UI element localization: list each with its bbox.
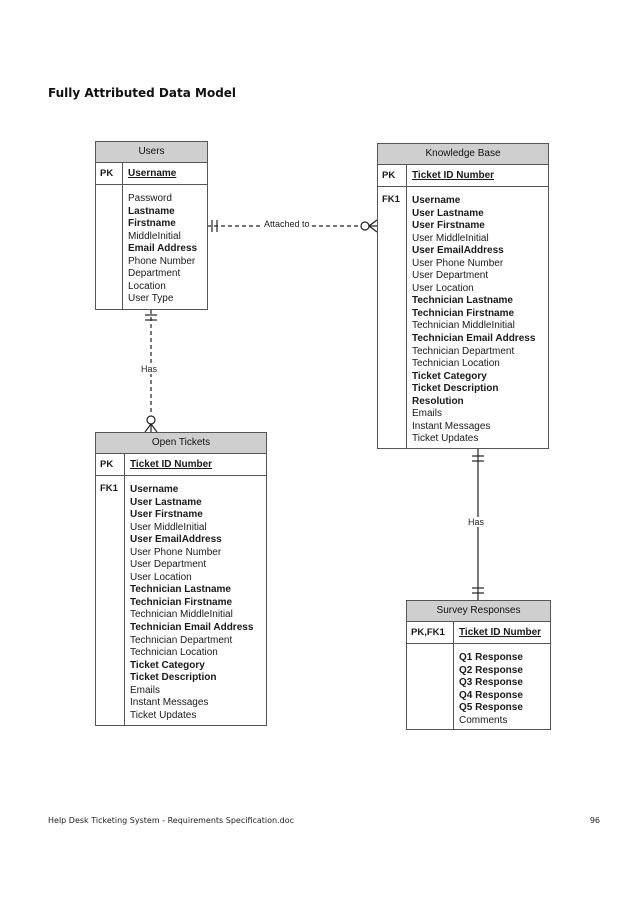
attribute-item: Ticket Description (130, 672, 217, 684)
entity-knowledge-base-pk-label: PK (378, 165, 407, 186)
attribute-item: User Type (128, 293, 174, 305)
attribute-item: Technician Firstname (412, 307, 515, 319)
entity-users-pk-field: Username (128, 168, 177, 179)
attribute-item: Username (130, 484, 179, 495)
attribute-item: Ticket Category (130, 659, 205, 671)
entity-survey-responses-key-column (407, 644, 454, 729)
attribute-item: Technician MiddleInitial (130, 609, 233, 621)
attribute-item: User EmailAddress (130, 534, 222, 546)
entity-users-header: Users (96, 142, 207, 163)
users-kb-zero-circle (360, 221, 370, 231)
entity-knowledge-base-fk-label: FK1 (378, 187, 407, 448)
attribute-item: Technician Department (412, 345, 515, 357)
entity-open-tickets: Open Tickets PK Ticket ID Number FK1 Use… (95, 432, 267, 726)
users-kb-relationship-label: Attached to (263, 219, 311, 229)
entity-survey-responses-pk-label: PK,FK1 (407, 622, 454, 643)
users-tickets-zero-circle (146, 415, 156, 425)
attribute-item: Emails (412, 408, 443, 420)
attribute-item: Technician Lastname (412, 295, 513, 307)
attribute-item: MiddleInitial (128, 230, 181, 242)
entity-survey-responses-pk-row: PK,FK1 Ticket ID Number (407, 622, 550, 644)
attribute-item: Instant Messages (130, 697, 209, 709)
attribute-item: User Lastname (130, 496, 202, 508)
users-kb-crow-1 (368, 219, 378, 227)
entity-knowledge-base-pk-row: PK Ticket ID Number (378, 165, 548, 187)
attribute-item: Ticket Updates (412, 433, 479, 445)
attribute-item: Technician MiddleInitial (412, 320, 515, 332)
users-tickets-crow-2 (150, 423, 158, 433)
entity-open-tickets-pk-field: Ticket ID Number (130, 459, 213, 470)
attribute-item: Comments (459, 714, 508, 726)
attribute-item: Ticket Category (412, 370, 487, 382)
entity-open-tickets-pk-label: PK (96, 454, 125, 475)
attribute-item: Username (412, 195, 461, 206)
entity-knowledge-base-pk-field: Ticket ID Number (412, 170, 495, 181)
entity-survey-responses-pk-field: Ticket ID Number (459, 627, 542, 638)
attribute-item: Q2 Response (459, 664, 523, 676)
page-footer: Help Desk Ticketing System - Requirement… (48, 816, 295, 825)
attribute-item: User Department (412, 270, 489, 282)
attribute-item: User Phone Number (412, 257, 504, 269)
attribute-item: Technician Location (130, 647, 218, 659)
attribute-item: User Lastname (412, 207, 484, 219)
entity-users-key-column (96, 185, 123, 309)
attribute-item: Resolution (412, 395, 464, 407)
attribute-item: Q4 Response (459, 689, 523, 701)
attribute-item: Technician Firstname (130, 596, 233, 608)
attribute-item: Lastname (128, 205, 175, 217)
attribute-item: User Firstname (412, 220, 485, 232)
users-kb-crow-2 (368, 225, 378, 233)
attribute-item: Q1 Response (459, 652, 523, 663)
attribute-item: User Firstname (130, 509, 203, 521)
attribute-item: Password (128, 193, 172, 204)
users-tickets-relationship-label: Has (140, 364, 159, 374)
attribute-item: Location (128, 280, 166, 292)
entity-survey-responses-header: Survey Responses (407, 601, 550, 622)
attribute-item: User Location (130, 571, 192, 583)
entity-users-pk-label: PK (96, 163, 123, 184)
attribute-item: Ticket Updates (130, 709, 197, 721)
attribute-item: Instant Messages (412, 420, 491, 432)
attribute-item: Technician Location (412, 358, 500, 370)
page-title: Fully Attributed Data Model (48, 86, 237, 100)
attribute-item: User Location (412, 282, 474, 294)
entity-survey-responses: Survey Responses PK,FK1 Ticket ID Number… (406, 600, 551, 730)
attribute-item: Technician Department (130, 634, 233, 646)
entity-knowledge-base: Knowledge Base PK Ticket ID Number FK1 U… (377, 143, 549, 449)
attribute-item: Email Address (128, 243, 198, 255)
attribute-item: Technician Email Address (412, 333, 536, 345)
entity-users-pk-row: PK Username (96, 163, 207, 185)
page-number: 96 (589, 816, 600, 825)
attribute-item: Emails (130, 684, 161, 696)
entity-open-tickets-pk-row: PK Ticket ID Number (96, 454, 266, 476)
attribute-item: Firstname (128, 218, 176, 230)
attribute-item: User MiddleInitial (412, 232, 489, 244)
attribute-item: Q3 Response (459, 677, 523, 689)
attribute-item: Ticket Description (412, 383, 499, 395)
attribute-item: Technician Email Address (130, 622, 254, 634)
entity-open-tickets-fk-label: FK1 (96, 476, 125, 725)
attribute-item: User Department (130, 559, 207, 571)
attribute-item: User Phone Number (130, 546, 222, 558)
kb-survey-relationship-label: Has (467, 517, 486, 527)
entity-open-tickets-header: Open Tickets (96, 433, 266, 454)
attribute-item: User MiddleInitial (130, 521, 207, 533)
attribute-item: User EmailAddress (412, 245, 504, 257)
attribute-item: Technician Lastname (130, 584, 231, 596)
attribute-item: Phone Number (128, 255, 196, 267)
users-tickets-crow-1 (144, 423, 152, 433)
attribute-item: Q5 Response (459, 702, 523, 714)
entity-knowledge-base-header: Knowledge Base (378, 144, 548, 165)
attribute-item: Department (128, 268, 181, 280)
